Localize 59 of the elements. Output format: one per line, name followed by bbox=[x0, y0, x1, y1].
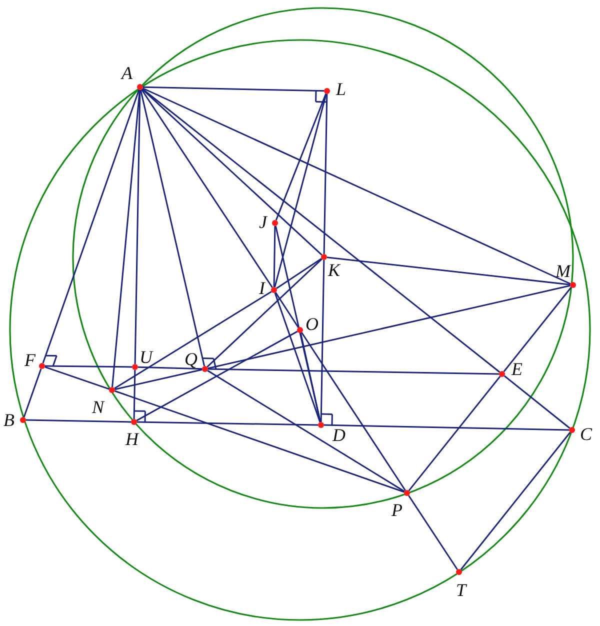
point-label: K bbox=[328, 261, 340, 279]
line-segment bbox=[44, 366, 110, 390]
point-label: Q bbox=[184, 350, 198, 368]
point-label: B bbox=[4, 411, 14, 429]
point-label: L bbox=[336, 80, 346, 98]
line-segment bbox=[275, 94, 327, 220]
line-segment bbox=[273, 226, 276, 288]
point-label: J bbox=[259, 213, 267, 231]
line-segment bbox=[324, 424, 570, 431]
line-segment bbox=[138, 366, 202, 370]
line-segment bbox=[300, 332, 322, 422]
line-segment bbox=[301, 332, 406, 491]
point-label: T bbox=[456, 581, 466, 599]
point-label: H bbox=[126, 430, 138, 448]
line-segment bbox=[408, 376, 501, 492]
line-segment bbox=[26, 419, 132, 423]
point-label: O bbox=[306, 315, 318, 333]
point-label: M bbox=[556, 262, 570, 280]
line-segment bbox=[114, 290, 272, 390]
line-segment bbox=[274, 94, 327, 288]
line-segment bbox=[323, 94, 328, 254]
line-segment bbox=[208, 284, 570, 370]
line-segment bbox=[142, 88, 500, 373]
line-segment bbox=[326, 256, 570, 286]
line-segment bbox=[44, 365, 132, 368]
line-segment bbox=[142, 86, 324, 92]
point-label: N bbox=[92, 398, 104, 416]
point-label: P bbox=[392, 501, 402, 519]
point-label: A bbox=[122, 64, 132, 82]
point-label: F bbox=[24, 351, 36, 369]
line-segment bbox=[134, 90, 141, 364]
line-segment bbox=[503, 286, 572, 372]
line-segment bbox=[42, 90, 140, 364]
point-label: C bbox=[580, 425, 592, 443]
line-segment bbox=[23, 368, 42, 418]
line-segment bbox=[208, 368, 500, 375]
point-label: D bbox=[332, 426, 346, 444]
line-segment bbox=[142, 88, 322, 256]
line-segment bbox=[206, 258, 322, 368]
line-segment bbox=[114, 390, 404, 493]
line-segment bbox=[408, 495, 458, 570]
line-segment bbox=[140, 90, 206, 366]
point-label: I bbox=[259, 279, 265, 297]
line-segment bbox=[136, 421, 318, 426]
line-segment bbox=[460, 432, 571, 570]
line-segment bbox=[141, 89, 273, 288]
line-segment bbox=[275, 292, 299, 328]
line-segment bbox=[320, 260, 325, 422]
line-segment bbox=[504, 375, 570, 429]
point-label: E bbox=[512, 360, 522, 378]
line-segment bbox=[114, 368, 202, 390]
line-segment bbox=[142, 88, 571, 284]
line-segment bbox=[207, 370, 405, 492]
point-label: U bbox=[140, 348, 152, 366]
line-segment bbox=[133, 370, 136, 420]
line-segment bbox=[112, 90, 140, 388]
line-segment bbox=[136, 330, 298, 422]
line-segment bbox=[276, 258, 322, 289]
line-segment bbox=[274, 292, 321, 422]
